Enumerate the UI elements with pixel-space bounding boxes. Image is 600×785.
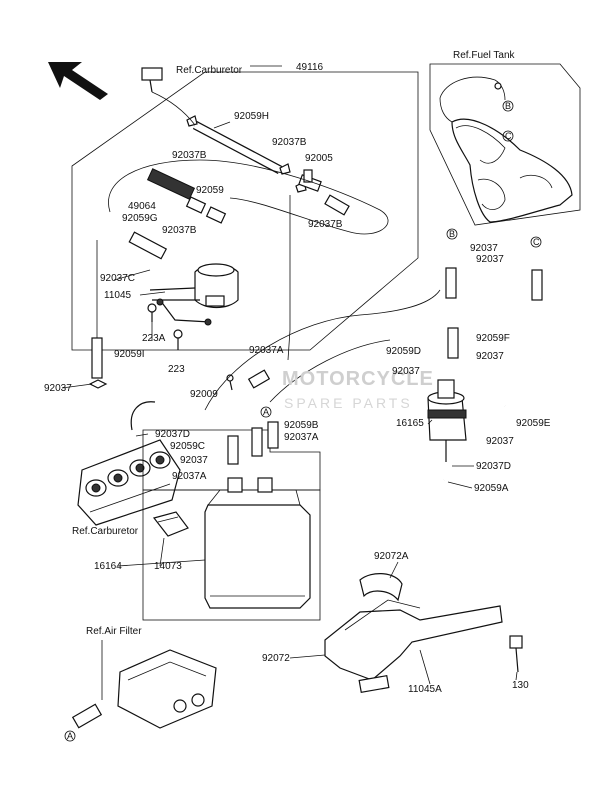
part-92059I: 92059I: [114, 349, 145, 360]
part-16165: 16165: [396, 418, 424, 429]
marker-a2-label: A: [67, 731, 73, 741]
leader-lines: [61, 65, 518, 685]
fuel-tank-inset-box: [429, 63, 581, 226]
carb-fitting-top: [141, 67, 196, 126]
marker-a-icon: A: [260, 406, 272, 418]
part-92037-r3: 92037: [476, 351, 504, 362]
watermark-line1: MOTORCYCLE: [282, 368, 434, 390]
part-92037C: 92037C: [100, 273, 135, 284]
part-92059D: 92059D: [386, 346, 421, 357]
part-92059G: 92059G: [122, 213, 158, 224]
part-92059: 92059: [196, 185, 224, 196]
screw-223A: [147, 303, 157, 322]
marker-b-icon: B B: [446, 100, 514, 240]
hose-over-carbs: [130, 401, 156, 431]
ref-carburetor-top: Ref.Carburetor: [176, 65, 243, 76]
tee-joint-92005: [298, 169, 350, 216]
bolt-130: [509, 635, 523, 673]
marker-b-label: B: [505, 101, 511, 111]
part-92037B-2: 92037B: [272, 137, 307, 148]
marker-a-label: A: [263, 407, 269, 417]
part-92037B-4: 92037B: [162, 225, 197, 236]
part-92037A-3: 92037A: [172, 471, 207, 482]
hose-92059E: [504, 269, 543, 410]
hose-long-routing-3: [269, 339, 391, 403]
part-49064: 49064: [128, 201, 156, 212]
assembly-group-outline: [71, 71, 419, 351]
carburetor-bank: [77, 439, 181, 526]
vacuum-valve-11045: [149, 263, 239, 326]
fuel-filter-49064: [146, 168, 227, 224]
part-11045: 11045: [104, 290, 132, 301]
part-92037-left: 92037: [44, 383, 72, 394]
part-92037D-2: 92037D: [476, 461, 511, 472]
hose-right-top: [445, 267, 457, 299]
hose-92059C: [227, 435, 239, 465]
part-14073: 14073: [154, 561, 182, 572]
hose-92059B: [251, 421, 279, 457]
part-92037A-1: 92037A: [249, 345, 284, 356]
screw-223: [173, 329, 183, 350]
part-92037-r4: 92037: [392, 366, 420, 377]
part-92009: 92009: [190, 389, 218, 400]
air-filter-housing: [101, 649, 217, 729]
hose-92059F: [447, 327, 459, 359]
part-92037-mid: 92037: [180, 455, 208, 466]
part-92037D-1: 92037D: [155, 429, 190, 440]
air-filter-fitting: [71, 703, 103, 729]
bracket-14073: [152, 511, 189, 537]
part-92059C: 92059C: [170, 441, 205, 452]
fuel-tank-drawing: [439, 76, 573, 223]
marker-b2-label: B: [449, 229, 455, 239]
bracket-11045A: [324, 573, 503, 694]
part-92037-r1: 92037: [470, 243, 498, 254]
ref-air-filter: Ref.Air Filter: [86, 626, 142, 637]
hose-long-routing-2: [204, 289, 441, 411]
watermark-line2: SPARE PARTS: [284, 395, 413, 411]
part-92059H: 92059H: [234, 111, 269, 122]
hose-92059H: [192, 121, 283, 174]
part-223: 223: [168, 364, 185, 375]
direction-arrow-icon: [48, 62, 108, 100]
part-92037-r5: 92037: [486, 436, 514, 447]
part-92037B-1: 92037B: [172, 150, 207, 161]
part-223A: 223A: [142, 333, 166, 344]
marker-c-label: C: [505, 131, 512, 141]
hose-92059G: [128, 231, 168, 260]
part-92005: 92005: [305, 153, 333, 164]
part-92059A: 92059A: [474, 483, 509, 494]
part-92037-r2: 92037: [476, 254, 504, 265]
part-11045A: 11045A: [408, 684, 442, 695]
part-130: 130: [512, 680, 529, 691]
hose-92059I: [88, 240, 108, 389]
part-49116: 49116: [296, 62, 324, 73]
part-92059B: 92059B: [284, 420, 319, 431]
part-16164: 16164: [94, 561, 122, 572]
part-92059F: 92059F: [476, 333, 510, 344]
ref-fuel-tank: Ref.Fuel Tank: [453, 50, 516, 61]
part-92072: 92072: [262, 653, 290, 664]
part-92072A: 92072A: [374, 551, 409, 562]
canister-16164: [204, 477, 311, 609]
screw-92009: [226, 374, 234, 391]
ref-carburetor-bottom: Ref.Carburetor: [72, 526, 139, 537]
part-92059E: 92059E: [516, 418, 551, 429]
marker-c2-label: C: [533, 237, 540, 247]
separator-16165: [427, 379, 467, 462]
marker-a2-icon: A: [64, 730, 76, 742]
part-92037B-3: 92037B: [308, 219, 343, 230]
hose-long-routing: [287, 195, 291, 361]
part-92037A-2: 92037A: [284, 432, 319, 443]
hose-small: [247, 369, 271, 389]
hose-routing-loop: [108, 159, 389, 235]
marker-c-icon: C C: [502, 130, 542, 248]
